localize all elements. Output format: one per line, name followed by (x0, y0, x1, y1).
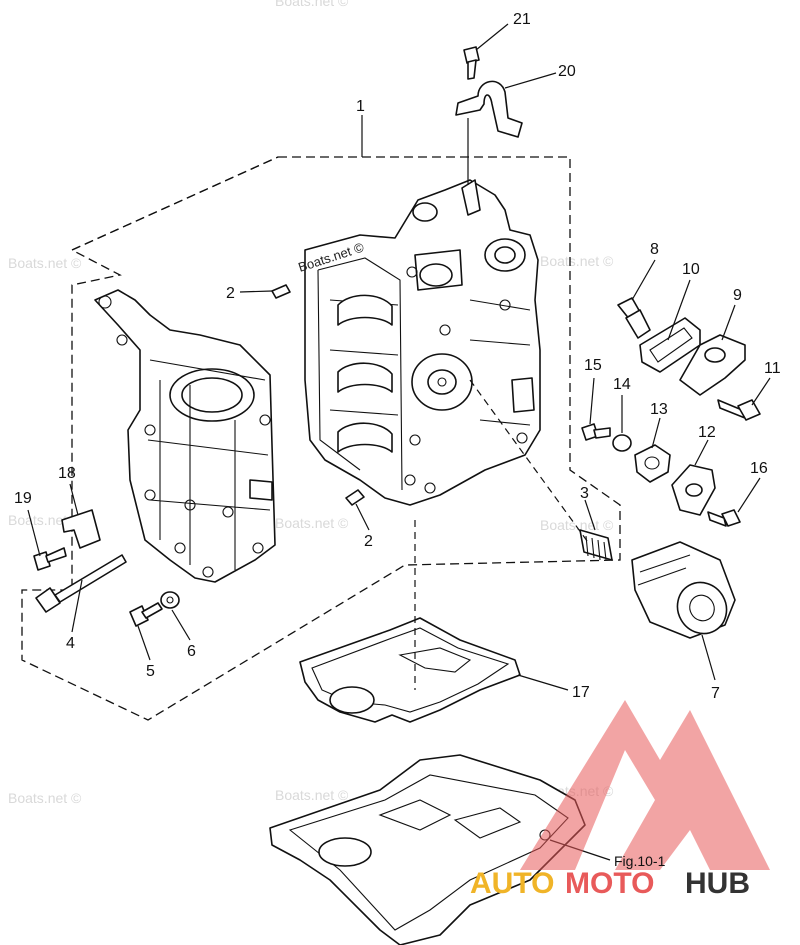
assembly-1-boundary (21, 156, 621, 721)
watermark: Boats.net © (275, 0, 349, 9)
bracket (61, 509, 101, 549)
logo-triangle-icon (520, 700, 770, 870)
thermostat-cover (679, 334, 746, 396)
relief-cover (671, 464, 716, 516)
cylinder-head (94, 289, 276, 583)
callout-5: 5 (146, 663, 155, 680)
callout-4: 4 (66, 635, 75, 652)
bracket-bolt (33, 547, 67, 571)
logo-text-auto: AUTO (470, 867, 554, 900)
watermark: Boats.net © (540, 253, 614, 269)
watermark: Boats.net © (8, 255, 82, 271)
callout-16: 16 (750, 460, 768, 477)
callout-2-upper: 2 (226, 285, 235, 302)
callout-6: 6 (187, 643, 196, 660)
callout-1: 1 (356, 98, 365, 115)
clamp-bolt (463, 46, 480, 80)
callout-8: 8 (650, 241, 659, 258)
cover-bolt (717, 399, 761, 421)
callout-13: 13 (650, 401, 668, 418)
watermark: Boats.net © (275, 515, 349, 531)
callout-15: 15 (584, 357, 602, 374)
callout-labels: 1 2 2 3 4 5 6 7 8 9 10 11 12 13 14 15 16… (14, 11, 781, 869)
cylinder-block: Boats.net © (296, 179, 541, 506)
watermark: Boats.net © (540, 517, 614, 533)
watermark: Boats.net © (275, 787, 349, 803)
dowel-pin-upper (271, 284, 291, 299)
filter-fitting (579, 529, 613, 561)
long-bolt (35, 554, 127, 613)
figure-reference: Fig.10-1 (614, 853, 666, 869)
relief-bolt (581, 423, 611, 441)
assembly-1-boundary-upper (71, 156, 279, 251)
callout-7: 7 (711, 685, 720, 702)
callout-11: 11 (764, 360, 781, 377)
automotohub-logo: AUTO MOTO HUB (470, 700, 770, 900)
callout-18: 18 (58, 465, 76, 482)
leader-lines (27, 23, 771, 861)
callout-3: 3 (580, 485, 589, 502)
callout-9: 9 (733, 287, 742, 304)
callout-20: 20 (558, 63, 576, 80)
callout-21: 21 (513, 11, 531, 28)
washer (160, 591, 180, 609)
callout-14: 14 (613, 376, 631, 393)
hose-clamp (455, 80, 523, 138)
dowel-pin-lower (345, 489, 365, 506)
relief-spacer (612, 434, 632, 452)
oil-pan (269, 754, 586, 945)
callout-12: 12 (698, 424, 716, 441)
callout-17: 17 (572, 684, 590, 701)
thermo-sensor (617, 297, 651, 339)
oil-filter (631, 541, 736, 639)
relief-gasket (634, 444, 671, 483)
logo-text-moto: MOTO (565, 867, 654, 900)
callout-10: 10 (682, 261, 700, 278)
logo-text-hub: HUB (685, 867, 750, 900)
watermark: Boats.net © (8, 790, 82, 806)
callout-19: 19 (14, 490, 32, 507)
callout-2-lower: 2 (364, 533, 373, 550)
relief-cover-bolt (707, 509, 741, 527)
base-gasket (299, 617, 521, 723)
short-bolt (129, 602, 163, 627)
